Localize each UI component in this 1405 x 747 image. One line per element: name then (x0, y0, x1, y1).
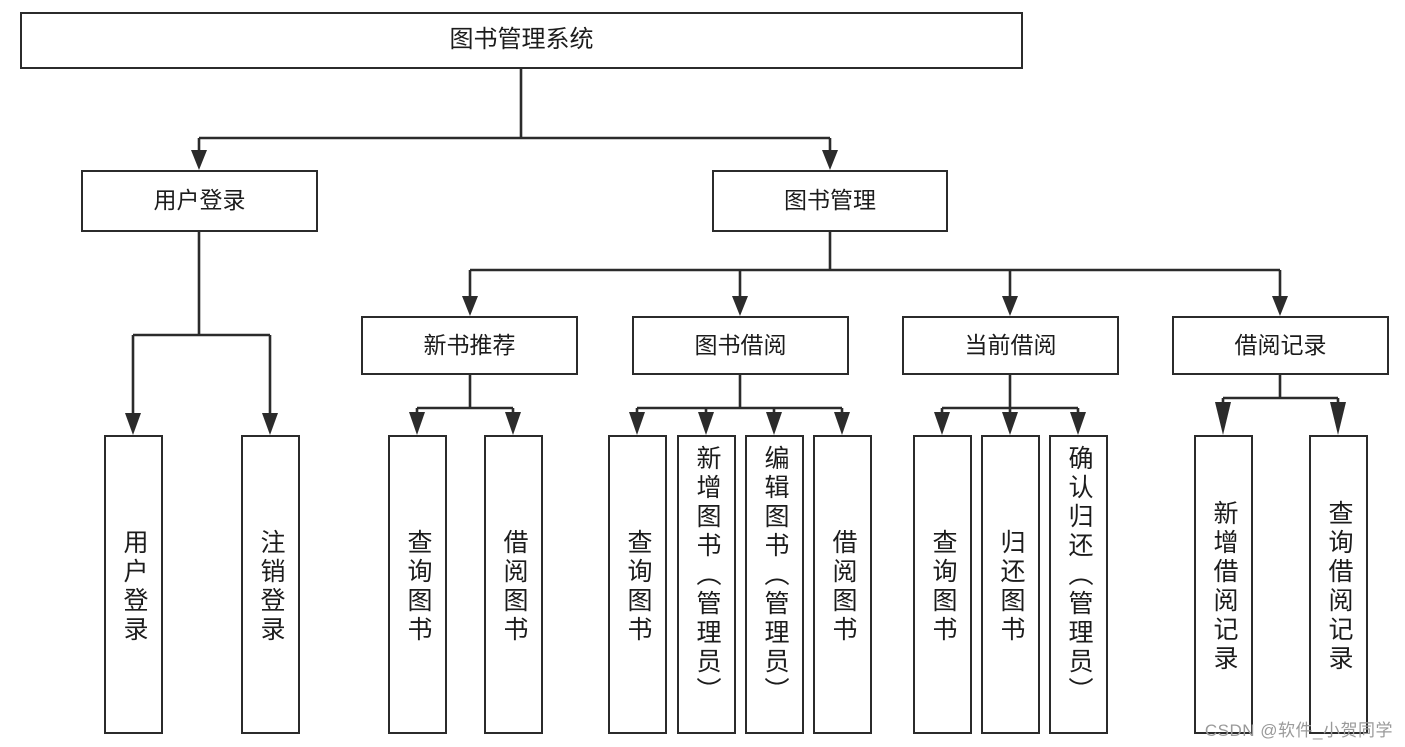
leaf-bb-borrow-book-label: 借阅图书 (829, 528, 857, 645)
leaf-cb-confirm-return-label: 确认归还（管理员） (1065, 445, 1093, 706)
leaf-cb-return-book-label: 归还图书 (997, 528, 1025, 645)
node-book-management[interactable]: 图书管理 (712, 170, 948, 232)
arrowhead-nb-leaf-2 (505, 412, 521, 435)
arrowhead-bb-leaf-4 (834, 412, 850, 435)
node-current-borrow[interactable]: 当前借阅 (902, 316, 1119, 375)
arrowhead-bb-leaf-3 (766, 412, 782, 435)
leaf-br-query-record-label: 查询借阅记录 (1325, 499, 1353, 674)
arrowhead-cb-leaf-1 (934, 412, 950, 435)
leaf-nb-borrow-book[interactable]: 借阅图书 (484, 435, 543, 734)
arrowhead-current-borrow (1002, 296, 1018, 316)
arrowhead-user-login (191, 150, 207, 170)
leaf-bb-add-book[interactable]: 新增图书（管理员） (677, 435, 736, 734)
arrowhead-new-book (462, 296, 478, 316)
leaf-nb-query-book[interactable]: 查询图书 (388, 435, 447, 734)
node-user-login[interactable]: 用户登录 (81, 170, 318, 232)
node-current-borrow-label: 当前借阅 (964, 331, 1057, 358)
leaf-bb-add-book-label: 新增图书（管理员） (693, 445, 721, 706)
leaf-logout-label: 注销登录 (257, 528, 285, 645)
leaf-bb-query-book[interactable]: 查询图书 (608, 435, 667, 734)
leaf-br-query-record[interactable]: 查询借阅记录 (1309, 435, 1368, 734)
leaf-cb-return-book[interactable]: 归还图书 (981, 435, 1040, 734)
arrowhead-br-leaf-2 (1330, 402, 1346, 435)
leaf-br-add-record-label: 新增借阅记录 (1210, 499, 1238, 674)
arrowhead-bb-leaf-1 (629, 412, 645, 435)
node-book-borrow[interactable]: 图书借阅 (632, 316, 849, 375)
leaf-bb-edit-book[interactable]: 编辑图书（管理员） (745, 435, 804, 734)
arrowhead-borrow-record (1272, 296, 1288, 316)
node-new-book-recommend[interactable]: 新书推荐 (361, 316, 578, 375)
arrowhead-book-borrow (732, 296, 748, 316)
leaf-user-login[interactable]: 用户登录 (104, 435, 163, 734)
node-root[interactable]: 图书管理系统 (20, 12, 1023, 69)
arrowhead-br-leaf-1 (1215, 402, 1231, 435)
arrowhead-leaf-logout (262, 413, 278, 435)
arrowhead-cb-leaf-2 (1002, 412, 1018, 435)
node-root-label: 图书管理系统 (449, 26, 594, 54)
leaf-nb-borrow-book-label: 借阅图书 (500, 528, 528, 645)
leaf-cb-query-book-label: 查询图书 (929, 528, 957, 645)
leaf-logout[interactable]: 注销登录 (241, 435, 300, 734)
leaf-bb-edit-book-label: 编辑图书（管理员） (761, 445, 789, 706)
arrowhead-book-manage (822, 150, 838, 170)
arrowhead-cb-leaf-3 (1070, 412, 1086, 435)
leaf-br-add-record[interactable]: 新增借阅记录 (1194, 435, 1253, 734)
node-borrow-record-label: 借阅记录 (1234, 331, 1327, 358)
node-book-borrow-label: 图书借阅 (694, 331, 787, 358)
arrowhead-bb-leaf-2 (698, 412, 714, 435)
arrowhead-leaf-user-login (125, 413, 141, 435)
node-new-book-recommend-label: 新书推荐 (423, 331, 516, 358)
leaf-bb-query-book-label: 查询图书 (624, 528, 652, 645)
node-book-management-label: 图书管理 (784, 187, 876, 214)
arrowhead-nb-leaf-1 (409, 412, 425, 435)
leaf-user-login-label: 用户登录 (120, 528, 148, 645)
watermark: CSDN @软件_小贺同学 (1204, 721, 1393, 740)
node-user-login-label: 用户登录 (153, 187, 246, 214)
leaf-cb-confirm-return[interactable]: 确认归还（管理员） (1049, 435, 1108, 734)
leaf-nb-query-book-label: 查询图书 (404, 528, 432, 645)
node-borrow-record[interactable]: 借阅记录 (1172, 316, 1389, 375)
leaf-bb-borrow-book[interactable]: 借阅图书 (813, 435, 872, 734)
leaf-cb-query-book[interactable]: 查询图书 (913, 435, 972, 734)
